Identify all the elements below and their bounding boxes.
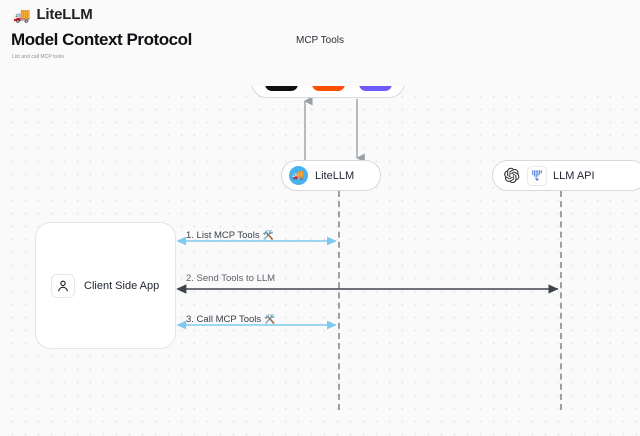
node-client-side-app-label: Client Side App [84, 279, 160, 292]
mcp-tools-title: MCP Tools [296, 35, 344, 46]
edge-label-2-text: 2. Send Tools to LLM [186, 273, 276, 284]
litellm-avatar-icon: 🚚 [289, 166, 308, 185]
openai-icon [501, 165, 521, 186]
page-title: Model Context Protocol [11, 30, 192, 49]
edge-label-2: 2. Send Tools to LLM [186, 273, 275, 284]
diagram-canvas [0, 86, 640, 436]
tools-icon: 🛠️ [264, 314, 276, 324]
brand[interactable]: 🚚 LiteLLM [13, 6, 93, 23]
edge-label-1-text: 1. List MCP Tools [186, 230, 260, 241]
edge-label-3: 3. Call MCP Tools 🛠️ [186, 314, 275, 325]
lifeline-llm-api [560, 191, 562, 410]
node-client-side-app[interactable]: Client Side App [35, 222, 176, 349]
node-llm-api[interactable]: LLM API [492, 160, 640, 191]
edge-label-3-text: 3. Call MCP Tools [186, 314, 262, 325]
page-header: 🚚 LiteLLM Model Context Protocol List an… [0, 0, 640, 86]
node-llm-api-label: LLM API [553, 169, 595, 182]
truck-icon: 🚚 [13, 6, 31, 23]
lifeline-litellm [338, 191, 340, 410]
node-litellm[interactable]: 🚚 LiteLLM [281, 160, 381, 191]
edge-label-1: 1. List MCP Tools 🛠️ [186, 230, 274, 241]
user-icon [51, 273, 75, 298]
anthropic-icon [527, 165, 547, 186]
brand-name: LiteLLM [36, 6, 93, 23]
tools-icon: 🛠️ [262, 230, 274, 240]
node-litellm-label: LiteLLM [315, 169, 355, 182]
page-subtitle: List and call MCP tools [12, 54, 64, 60]
